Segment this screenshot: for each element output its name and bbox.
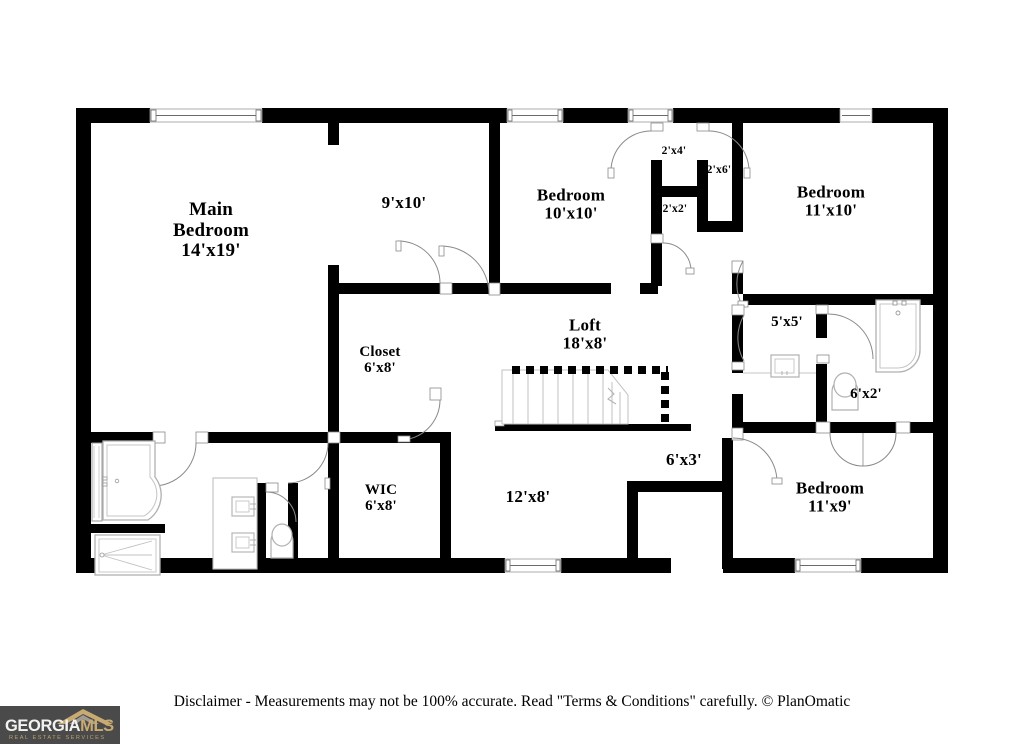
door-wic	[287, 431, 341, 490]
room-label-bedroom-11x10: Bedroom 11'x10'	[796, 182, 866, 220]
door-bath-toilet	[815, 304, 874, 364]
fixture-sink-hall-bath	[743, 354, 816, 378]
disclaimer-text: Disclaimer - Measurements may not be 100…	[173, 693, 851, 710]
room-label-bedroom-10x10: Bedroom 10'x10'	[536, 185, 606, 223]
floor-plan-drawing	[0, 0, 1024, 680]
room-label-loft: Loft 18'x8'	[562, 315, 608, 353]
logo-brand-line: GEORGIAMLS	[5, 718, 117, 735]
window-bottom-2	[794, 558, 862, 573]
door-main-bedroom	[152, 431, 209, 487]
window-top-2	[506, 108, 564, 123]
fixture-sink-1	[231, 496, 256, 517]
door-master-toilet	[265, 482, 297, 523]
window-top-1	[149, 108, 263, 123]
fixture-sink-2	[231, 532, 256, 553]
door-bath-5x5	[731, 304, 745, 371]
windows	[149, 108, 873, 573]
fixture-toilet-hall	[831, 372, 859, 411]
room-label-bedroom-11x9: Bedroom 11'x9'	[795, 478, 865, 516]
georgia-mls-logo: GEORGIAMLS REAL ESTATE SERVICES	[0, 706, 120, 744]
room-label-bath-5x5: 5'x5'	[771, 313, 803, 330]
interior-walls	[91, 123, 933, 569]
fixture-garden-tub	[91, 440, 162, 522]
fixture-staircase	[501, 369, 629, 425]
roof-icon	[57, 709, 113, 724]
logo-tagline: REAL ESTATE SERVICES	[9, 735, 106, 741]
fixture-loft-railing	[512, 366, 669, 424]
room-label-hall-12x8: 12'x8'	[505, 486, 551, 506]
window-top-4	[839, 108, 873, 123]
room-label-wic-6x8: WIC 6'x8'	[364, 481, 398, 514]
room-label-linen-6x2: 6'x2'	[850, 385, 882, 402]
exterior-walls	[76, 108, 948, 573]
fixture-toilet-master	[270, 523, 294, 559]
door-linen-6x2	[815, 421, 911, 467]
fixture-double-vanity	[212, 477, 258, 570]
door-closet-2x2	[650, 233, 695, 275]
door-hall-lower	[731, 427, 783, 485]
logo-brand-georgia: GEORGIA	[5, 717, 81, 735]
door-closet-bottom	[397, 387, 442, 443]
window-bottom-1	[504, 558, 562, 573]
door-closet-2x4	[607, 122, 664, 179]
room-label-closet-2x4: 2'x4'	[661, 144, 687, 157]
window-top-3	[627, 108, 674, 123]
fixture-shower-stall	[94, 534, 161, 576]
door-bedroom-11x10	[731, 260, 749, 308]
fixtures	[91, 299, 921, 576]
logo-brand-mls: MLS	[80, 717, 114, 735]
footer: Disclaimer - Measurements may not be 100…	[0, 680, 1024, 744]
door-closet-2x6	[696, 122, 751, 179]
floor-plan-canvas: Main Bedroom 14'x19' 9'x10' Bedroom 10'x…	[0, 0, 1024, 680]
doors	[152, 122, 911, 523]
room-label-closet-6x8: Closet 6'x8'	[359, 343, 401, 376]
plan-background	[0, 0, 1024, 680]
room-label-main-bedroom: Main Bedroom 14'x19'	[173, 199, 249, 262]
room-label-closet-2x6: 2'x6'	[706, 163, 732, 176]
room-label-hall-6x3: 6'x3'	[666, 449, 702, 469]
door-bedroom-10x10	[438, 245, 501, 296]
door-closet-top	[395, 240, 453, 295]
fixture-bathtub	[875, 299, 921, 373]
room-label-closet-2x2: 2'x2'	[662, 202, 688, 215]
room-label-bonus-9x10: 9'x10'	[381, 192, 427, 212]
